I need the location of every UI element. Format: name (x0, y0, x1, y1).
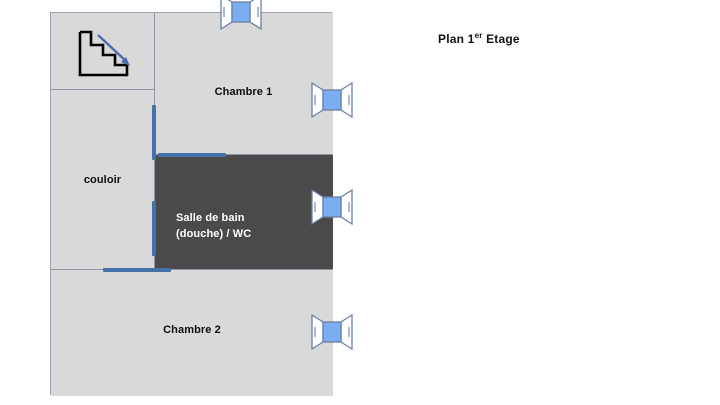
wall-stairs-chambre1 (154, 13, 155, 154)
room-label-chambre-2: Chambre 2 (163, 324, 221, 336)
door-couloir-chambre1 (152, 105, 156, 160)
window-icon-chambre2-east (310, 313, 354, 351)
floor-plan-outline: Chambre 1 couloir Salle de bain (douche)… (50, 12, 333, 396)
stairs-icon (77, 29, 139, 79)
door-couloir-bath (152, 201, 156, 256)
room-chambre-2 (51, 269, 333, 396)
room-couloir (51, 89, 154, 269)
room-salle-de-bain (154, 154, 333, 269)
page-title-tail: Etage (482, 32, 520, 46)
wall-chambre1-bath (154, 154, 333, 155)
down-arrow-icon (97, 34, 130, 66)
room-chambre-1 (154, 13, 333, 154)
window-icon-chambre1-north (219, 0, 263, 31)
wall-stairs-couloir (51, 89, 154, 90)
window-icon-bath-east (310, 188, 354, 226)
wall-chambre2-top (51, 269, 333, 270)
room-label-couloir: couloir (83, 174, 122, 186)
door-chambre1-bath (158, 153, 226, 157)
page-title: Plan 1er Etage (438, 31, 520, 47)
room-label-salle-de-bain: Salle de bain (douche) / WC (176, 212, 252, 240)
room-label-chambre-1: Chambre 1 (214, 86, 273, 98)
page-title-superscript: er (474, 31, 483, 40)
page-title-main: Plan 1 (438, 32, 475, 46)
door-couloir-chambre2 (103, 268, 171, 272)
window-icon-chambre1-east (310, 81, 354, 119)
